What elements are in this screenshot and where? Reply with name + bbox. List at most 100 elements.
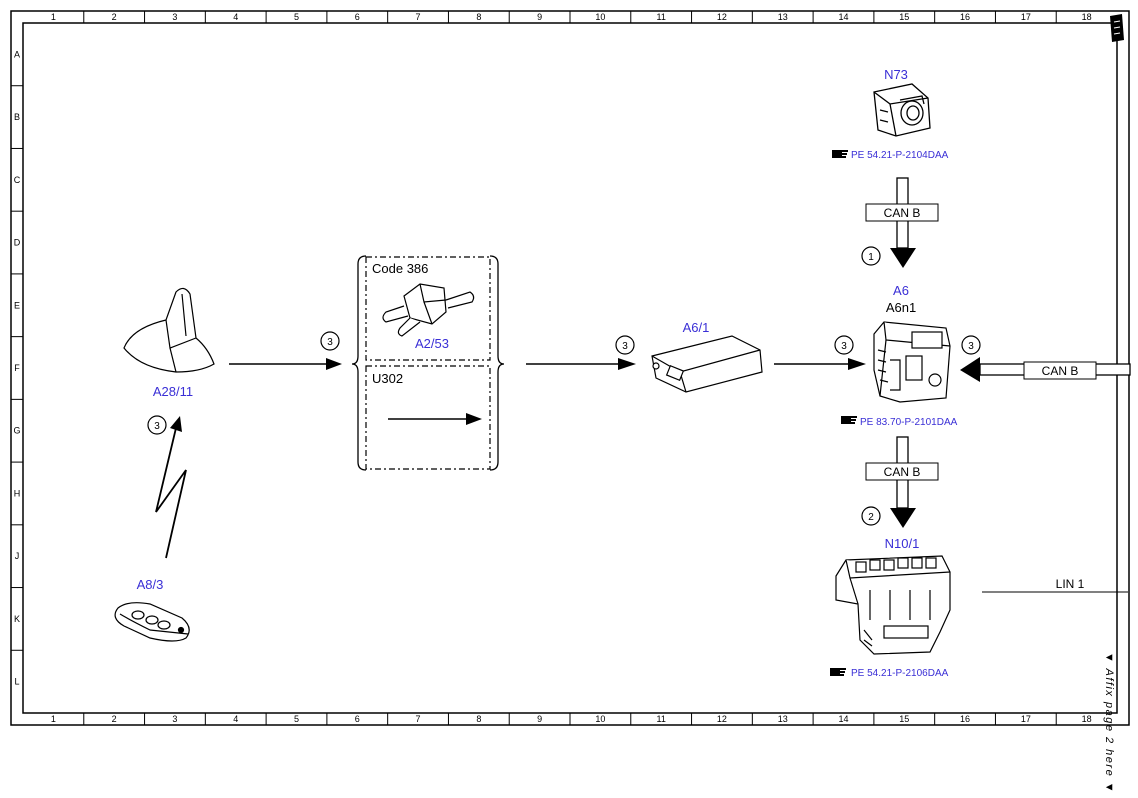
corner-mark-icon [1110, 14, 1124, 42]
n73-ignition-switch-icon [873, 83, 931, 137]
step-marker-3-module: 3 [615, 335, 635, 355]
grid-row-label: B [14, 112, 20, 122]
grid-column-label: 9 [537, 12, 542, 22]
grid-column-label: 5 [294, 12, 299, 22]
grid-column-label: 17 [1021, 12, 1031, 22]
grid-column-label: 12 [717, 714, 727, 724]
can-bus-label-bottom: CAN B [884, 465, 921, 479]
grid-row-label: F [14, 363, 20, 373]
step-marker-3-a6-right-label: 3 [968, 341, 974, 352]
can-bus-connector-right [960, 357, 1131, 382]
a6-siren-module-icon [873, 321, 951, 403]
radio-signal-lightning-icon [155, 416, 187, 559]
grid-column-label: 7 [416, 12, 421, 22]
grid-column-label: 10 [595, 714, 605, 724]
step-marker-3-a6-right: 3 [961, 335, 981, 355]
n73-reference: PE 54.21-P-2104DAA [851, 150, 949, 161]
grid-column-label: 2 [112, 12, 117, 22]
step-marker-1-label: 1 [868, 252, 874, 263]
grid-column-label: 8 [476, 714, 481, 724]
grid-column-label: 3 [172, 12, 177, 22]
u302-label: U302 [372, 371, 403, 386]
hand-pointer-icon [832, 150, 848, 158]
n10-1-label: N10/1 [885, 536, 920, 551]
a28-11-label: A28/11 [153, 384, 193, 399]
a6-reference-link[interactable]: PE 83.70-P-2101DAA [841, 416, 958, 428]
grid-column-label: 6 [355, 714, 360, 724]
grid-column-label: 9 [537, 714, 542, 724]
step-marker-2-label: 2 [868, 512, 874, 523]
step-marker-3-a6-left-label: 3 [841, 341, 847, 352]
a6-reference: PE 83.70-P-2101DAA [860, 417, 958, 428]
can-bus-label-top: CAN B [884, 206, 921, 220]
hand-pointer-icon [841, 416, 857, 424]
can-bus-connector-top [865, 177, 939, 268]
grid-row-label: J [15, 551, 20, 561]
grid-column-label: 4 [233, 714, 238, 724]
grid-column-label: 6 [355, 12, 360, 22]
a8-3-label: A8/3 [137, 577, 164, 592]
grid-column-label: 3 [172, 714, 177, 724]
grid-column-label: 14 [838, 714, 848, 724]
n10-1-sam-module-icon [835, 555, 951, 655]
grid-ticks [11, 11, 1057, 725]
a6-1-receiver-module-icon [651, 335, 763, 393]
grid-column-label: 4 [233, 12, 238, 22]
grid-column-label: 14 [838, 12, 848, 22]
step-marker-3-radio: 3 [147, 415, 167, 435]
grid-row-label: G [13, 426, 20, 436]
grid-column-label: 12 [717, 12, 727, 22]
grid-row-label: D [14, 238, 21, 248]
step-marker-3-module-label: 3 [622, 341, 628, 352]
grid-column-label: 1 [51, 12, 56, 22]
grid-column-label: 10 [595, 12, 605, 22]
step-marker-2: 2 [861, 506, 881, 526]
grid-column-label: 13 [778, 12, 788, 22]
step-marker-3-radio-label: 3 [154, 421, 160, 432]
affix-page-note: ▼ Affix page 2 here ▼ [1103, 652, 1115, 794]
grid-row-label: L [14, 677, 19, 687]
grid-column-label: 15 [899, 12, 909, 22]
u302-signal-arrow [388, 413, 482, 425]
grid-column-label: 18 [1082, 714, 1092, 724]
n73-label: N73 [884, 67, 908, 82]
n10-1-reference-link[interactable]: PE 54.21-P-2106DAA [830, 668, 949, 679]
grid-row-label: H [14, 488, 21, 498]
grid-row-label: K [14, 614, 20, 624]
grid-row-label: E [14, 300, 20, 310]
option-group-bracket [351, 255, 505, 471]
a2-53-receiver-icon [382, 283, 475, 337]
grid-labels: 1122334455667788991010111112121313141415… [13, 12, 1091, 724]
can-bus-connector-bottom [865, 436, 939, 528]
a8-3-remote-key-icon [114, 602, 190, 642]
grid-column-label: 17 [1021, 714, 1031, 724]
u302-box [365, 365, 491, 470]
code-386-box [365, 256, 491, 361]
grid-column-label: 7 [416, 714, 421, 724]
grid-row-label: A [14, 49, 20, 59]
grid-column-label: 11 [656, 12, 665, 22]
grid-column-label: 5 [294, 714, 299, 724]
grid-column-label: 16 [960, 714, 970, 724]
grid-column-label: 2 [112, 714, 117, 724]
step-marker-1: 1 [861, 246, 881, 266]
a6-label: A6 [893, 283, 909, 298]
arrow-a6-1-to-a6 [774, 358, 866, 370]
grid-column-label: 16 [960, 12, 970, 22]
grid-column-label: 8 [476, 12, 481, 22]
arrow-antenna-to-module [229, 358, 342, 370]
step-marker-3-antenna: 3 [320, 331, 340, 351]
lin-bus-label: LIN 1 [1056, 577, 1085, 591]
grid-column-label: 11 [656, 714, 665, 724]
hand-pointer-icon [830, 668, 846, 676]
grid-column-label: 15 [899, 714, 909, 724]
step-marker-3-antenna-label: 3 [327, 337, 333, 348]
code-386-label: Code 386 [372, 261, 428, 276]
n10-1-reference: PE 54.21-P-2106DAA [851, 668, 949, 679]
step-marker-3-a6-left: 3 [834, 335, 854, 355]
a6n1-label: A6n1 [886, 300, 916, 315]
arrow-module-to-a6-1 [526, 358, 636, 370]
n73-reference-link[interactable]: PE 54.21-P-2104DAA [832, 150, 949, 161]
a6-1-label: A6/1 [683, 320, 710, 335]
